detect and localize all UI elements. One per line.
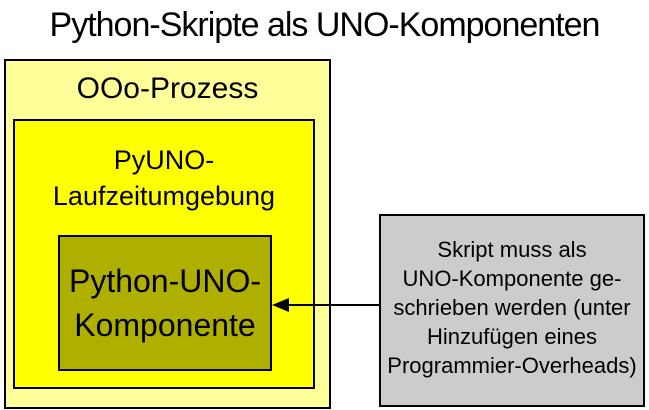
ooo-process-label: OOo-Prozess bbox=[76, 72, 259, 105]
python-uno-component-box: Python-UNO- Komponente bbox=[58, 235, 272, 371]
pyuno-runtime-label: PyUNO- Laufzeitumgebung bbox=[52, 145, 276, 211]
python-uno-component-label: Python-UNO- Komponente bbox=[68, 263, 262, 343]
note-text: Skript muss als UNO-Komponente ge- schri… bbox=[387, 237, 637, 378]
note-box: Skript muss als UNO-Komponente ge- schri… bbox=[379, 214, 645, 407]
diagram-title: Python-Skripte als UNO-Komponenten bbox=[49, 6, 601, 44]
arrow-left-icon bbox=[272, 298, 289, 312]
arrow-connector-line bbox=[286, 304, 379, 306]
